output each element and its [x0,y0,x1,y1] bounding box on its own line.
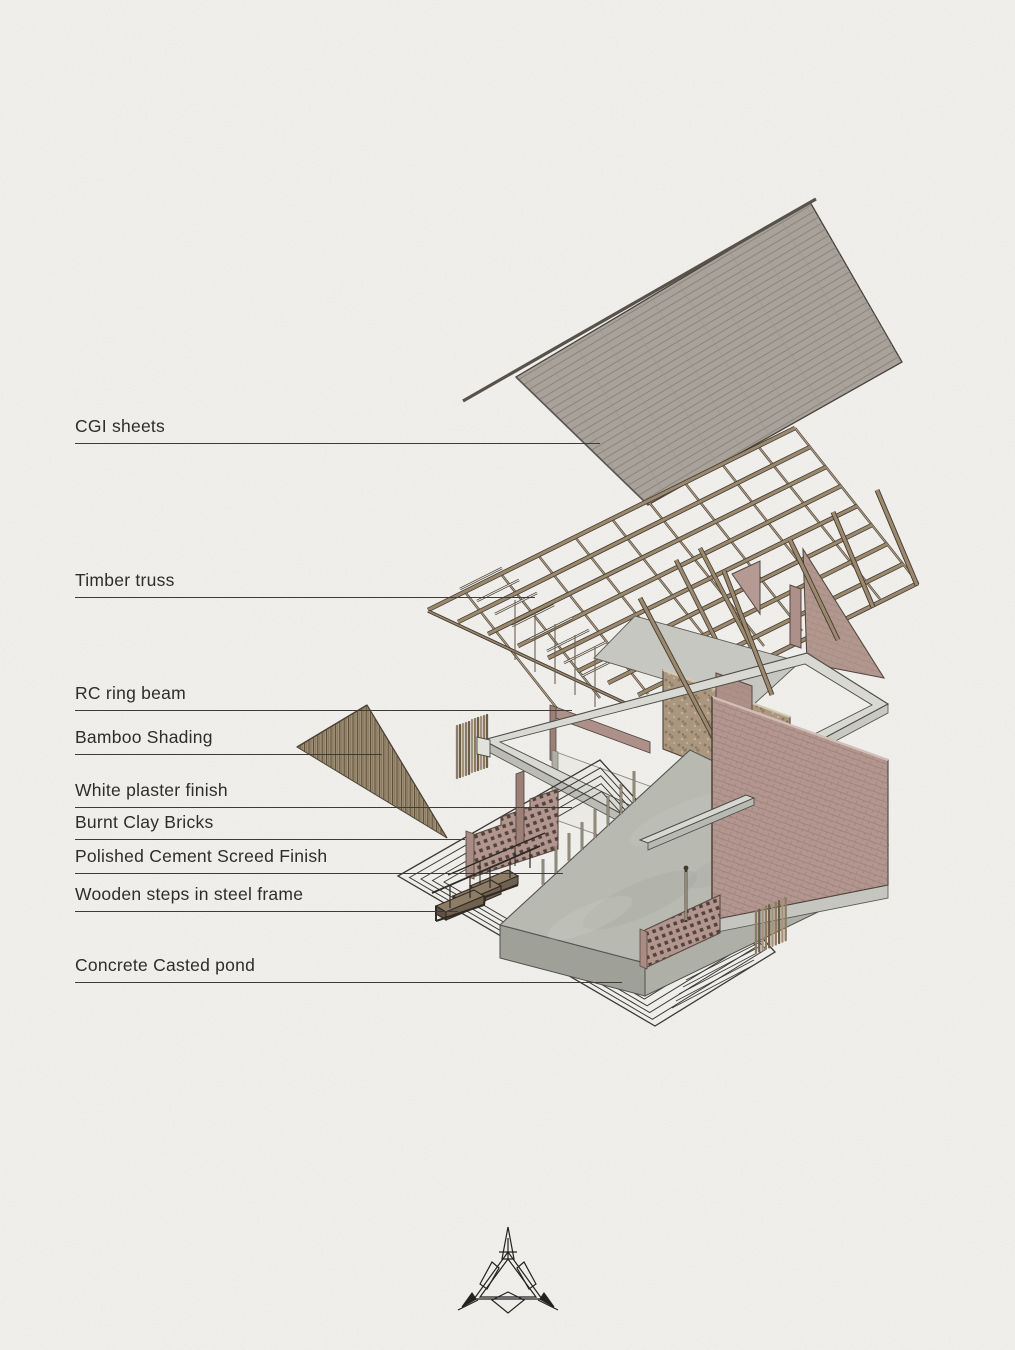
steel-frame-railing [431,832,546,922]
floor-beam [638,794,756,851]
bamboo-shading-triangle [296,704,448,839]
label-text: White plaster finish [75,780,228,800]
right-brick-wall [711,695,889,934]
studio-emblem-logo [457,1226,559,1314]
label-text: Wooden steps in steel frame [75,884,304,904]
label-timber-truss: Timber truss [75,569,535,598]
bamboo-cluster-right [754,897,787,955]
truss-rafter-tails [459,566,625,678]
label-text: Timber truss [75,570,175,590]
cgi-roof-sheet [462,197,903,506]
label-text: RC ring beam [75,683,186,703]
steel-dowel-posts [541,771,689,922]
label-burnt-clay-bricks: Burnt Clay Bricks [75,811,465,840]
brick-screen-right [639,894,721,970]
label-rc-ring-beam: RC ring beam [75,682,572,711]
label-text: Bamboo Shading [75,727,213,747]
label-cgi-sheets: CGI sheets [75,415,600,444]
label-concrete-casted-pond: Concrete Casted pond [75,954,622,983]
gable-wall [731,546,886,679]
label-white-plaster-finish: White plaster finish [75,779,572,808]
label-text: Concrete Casted pond [75,955,256,975]
wooden-steps [431,832,546,922]
label-bamboo-shading: Bamboo Shading [75,726,382,755]
front-hanging-rafters [637,489,920,784]
label-wooden-steps-steel-frame: Wooden steps in steel frame [75,883,458,912]
label-polished-cement-screed-finish: Polished Cement Screed Finish [75,845,563,874]
label-text: CGI sheets [75,416,166,436]
label-text: Polished Cement Screed Finish [75,846,328,866]
label-text: Burnt Clay Bricks [75,812,214,832]
